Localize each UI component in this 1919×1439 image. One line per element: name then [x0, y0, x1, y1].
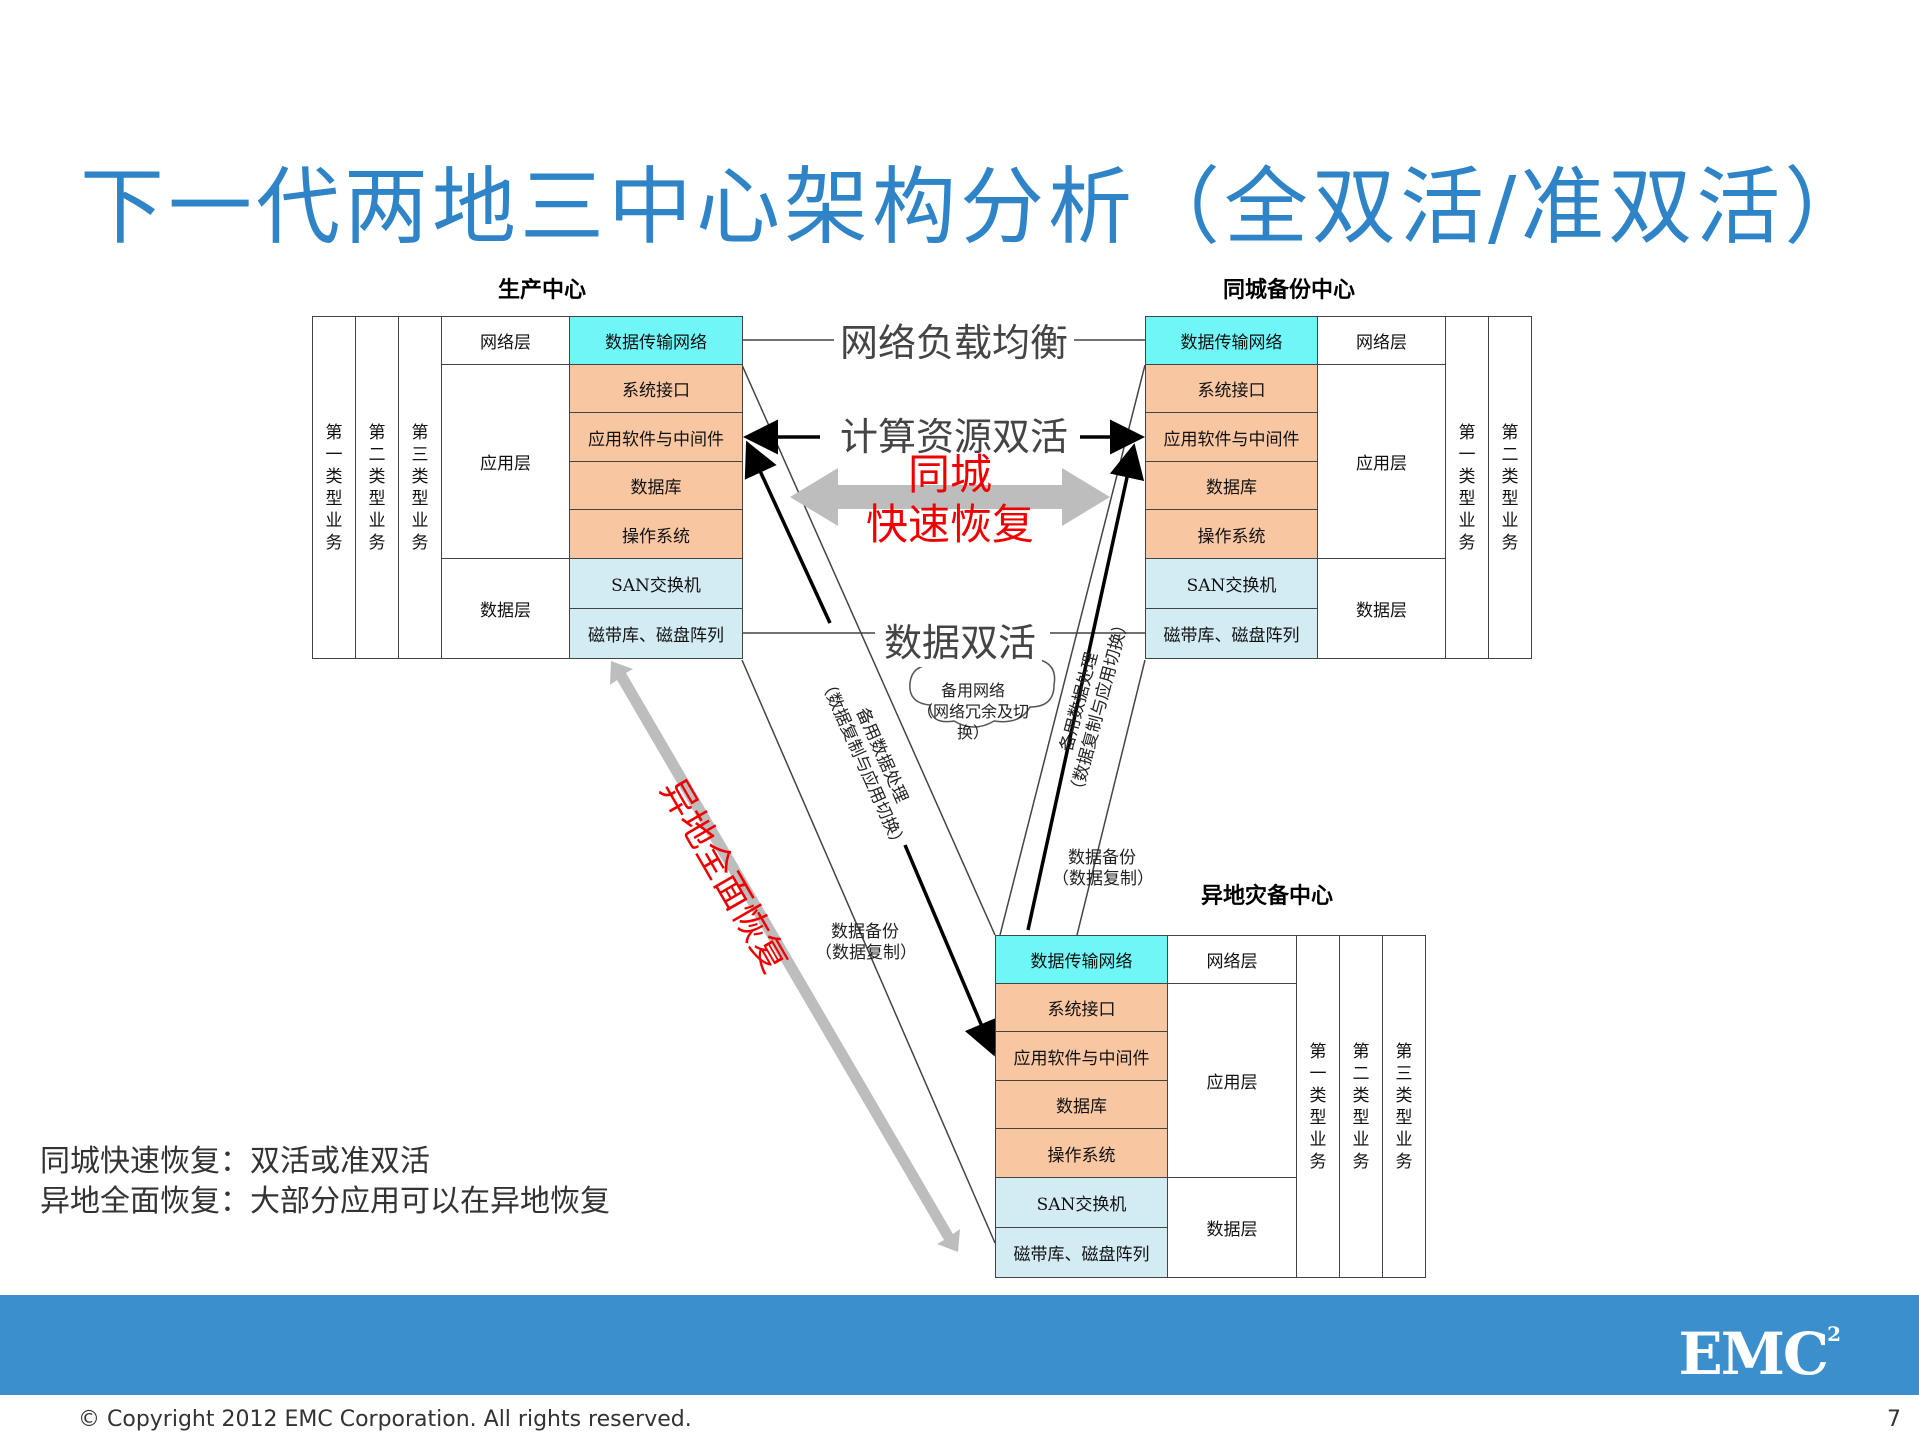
cell-database: 数据库 — [569, 461, 743, 510]
app-layer-label: 应用层 — [441, 364, 570, 559]
note-line-2: 异地全面恢复：大部分应用可以在异地恢复 — [40, 1184, 610, 1219]
copyright-text: © Copyright 2012 EMC Corporation. All ri… — [78, 1407, 692, 1432]
cell-data-network: 数据传输网络 — [1145, 316, 1318, 365]
business-type-2: 第 二 类 型 业 务 — [355, 316, 399, 659]
label-compute-active-active: 计算资源双活 — [834, 406, 1075, 461]
business-type-1: 第 一 类 型 业 务 — [1296, 935, 1340, 1278]
local-backup-stack: 数据传输网络 网络层 第 一 类 型 业 务 第 二 类 型 业 务 系统接口 … — [1145, 316, 1532, 659]
data-layer-label: 数据层 — [1167, 1177, 1297, 1278]
cell-database: 数据库 — [1145, 461, 1318, 510]
site-label-production: 生产中心 — [498, 278, 587, 303]
label-backup-network: 备用网络 （网络冗余及切 换） — [916, 681, 1029, 742]
label-network-load-balance: 网络负载均衡 — [834, 312, 1075, 367]
cell-data-network: 数据传输网络 — [995, 935, 1168, 984]
label-data-backup-right: 数据备份 （数据复制） — [1052, 848, 1154, 889]
cell-database: 数据库 — [995, 1080, 1168, 1129]
business-type-3: 第 三 类 型 业 务 — [398, 316, 442, 659]
logo-text: EMC — [1678, 1320, 1830, 1388]
label-local-fast-recovery-line2: 快速恢复 — [865, 500, 1034, 549]
network-layer-label: 网络层 — [1317, 316, 1446, 365]
network-layer-label: 网络层 — [441, 316, 570, 365]
production-stack: 第 一 类 型 业 务 第 二 类 型 业 务 第 三 类 型 业 务 网络层 … — [312, 316, 743, 659]
business-type-1: 第 一 类 型 业 务 — [1445, 316, 1489, 659]
label-data-backup-left: 数据备份 （数据复制） — [815, 922, 917, 963]
app-layer-label: 应用层 — [1167, 983, 1297, 1178]
business-type-2: 第 二 类 型 业 务 — [1488, 316, 1532, 659]
label-local-fast-recovery: 同城 快速恢复 — [840, 450, 1060, 550]
site-label-remote-dr: 异地灾备中心 — [1201, 884, 1334, 909]
page-title: 下一代两地三中心架构分析（全双活/准双活） — [80, 158, 1873, 256]
data-layer-label: 数据层 — [1317, 558, 1446, 659]
cell-app-middleware: 应用软件与中间件 — [1145, 412, 1318, 462]
business-type-3: 第 三 类 型 业 务 — [1382, 935, 1426, 1278]
remote-dr-stack: 数据传输网络 网络层 第 一 类 型 业 务 第 二 类 型 业 务 第 三 类… — [995, 935, 1426, 1278]
cell-san-switch: SAN交换机 — [569, 558, 743, 609]
cell-os: 操作系统 — [1145, 509, 1318, 559]
app-layer-label: 应用层 — [1317, 364, 1446, 559]
cell-system-interface: 系统接口 — [569, 364, 743, 413]
cell-data-network: 数据传输网络 — [569, 316, 743, 365]
cell-storage: 磁带库、磁盘阵列 — [995, 1227, 1168, 1278]
site-label-local-backup: 同城备份中心 — [1223, 278, 1356, 303]
emc-logo: EMC2 — [1678, 1320, 1841, 1388]
business-type-1: 第 一 类 型 业 务 — [312, 316, 356, 659]
notes-block: 同城快速恢复：双活或准双活 异地全面恢复：大部分应用可以在异地恢复 — [40, 1142, 610, 1222]
logo-superscript: 2 — [1827, 1322, 1841, 1346]
cell-app-middleware: 应用软件与中间件 — [569, 412, 743, 462]
cell-san-switch: SAN交换机 — [995, 1177, 1168, 1228]
business-type-2: 第 二 类 型 业 务 — [1339, 935, 1383, 1278]
label-data-active-active: 数据双活 — [878, 612, 1043, 667]
data-layer-label: 数据层 — [441, 558, 570, 659]
note-line-1: 同城快速恢复：双活或准双活 — [40, 1144, 430, 1179]
cell-os: 操作系统 — [569, 509, 743, 559]
cell-storage: 磁带库、磁盘阵列 — [1145, 608, 1318, 659]
cell-storage: 磁带库、磁盘阵列 — [569, 608, 743, 659]
cell-system-interface: 系统接口 — [1145, 364, 1318, 413]
network-layer-label: 网络层 — [1167, 935, 1297, 984]
cell-app-middleware: 应用软件与中间件 — [995, 1031, 1168, 1081]
label-local-fast-recovery-line1: 同城 — [907, 450, 992, 499]
footer-bar: EMC2 — [0, 1295, 1919, 1395]
cell-system-interface: 系统接口 — [995, 983, 1168, 1032]
cell-os: 操作系统 — [995, 1128, 1168, 1178]
cell-san-switch: SAN交换机 — [1145, 558, 1318, 609]
page-number: 7 — [1887, 1407, 1901, 1432]
